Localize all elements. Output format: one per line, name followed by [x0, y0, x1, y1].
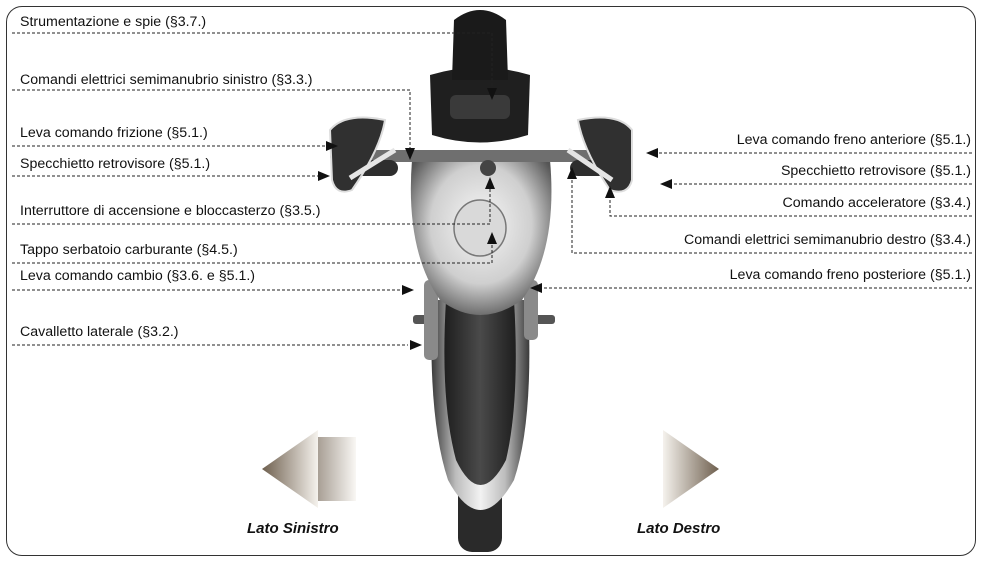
label-specchietto-sinistro: Specchietto retrovisore (§5.1.)	[20, 156, 210, 172]
label-frizione: Leva comando frizione (§5.1.)	[20, 125, 208, 141]
label-acceleratore: Comando acceleratore (§3.4.)	[783, 195, 971, 211]
left-direction-arrow	[262, 430, 318, 508]
fuel-cap	[454, 200, 506, 256]
label-specchietto-destro: Specchietto retrovisore (§5.1.)	[781, 163, 971, 179]
label-lato-sinistro: Lato Sinistro	[247, 520, 339, 537]
label-lato-destro: Lato Destro	[637, 520, 720, 537]
front-wheel	[452, 10, 508, 80]
motorcycle-illustration	[330, 10, 632, 552]
label-tappo-serbatoio: Tappo serbatoio carburante (§4.5.)	[20, 242, 238, 258]
label-strumentazione: Strumentazione e spie (§3.7.)	[20, 14, 206, 30]
label-accensione: Interruttore di accensione e bloccasterz…	[20, 203, 320, 219]
label-cambio: Leva comando cambio (§3.6. e §5.1.)	[20, 268, 255, 284]
label-cavalletto: Cavalletto laterale (§3.2.)	[20, 324, 179, 340]
label-freno-posteriore: Leva comando freno posteriore (§5.1.)	[730, 267, 971, 283]
ignition-switch	[480, 160, 496, 176]
right-direction-arrow	[663, 430, 719, 508]
label-comandi-destro: Comandi elettrici semimanubrio destro (§…	[684, 232, 971, 248]
label-comandi-sinistro: Comandi elettrici semimanubrio sinistro …	[20, 72, 313, 88]
label-freno-anteriore: Leva comando freno anteriore (§5.1.)	[737, 132, 971, 148]
